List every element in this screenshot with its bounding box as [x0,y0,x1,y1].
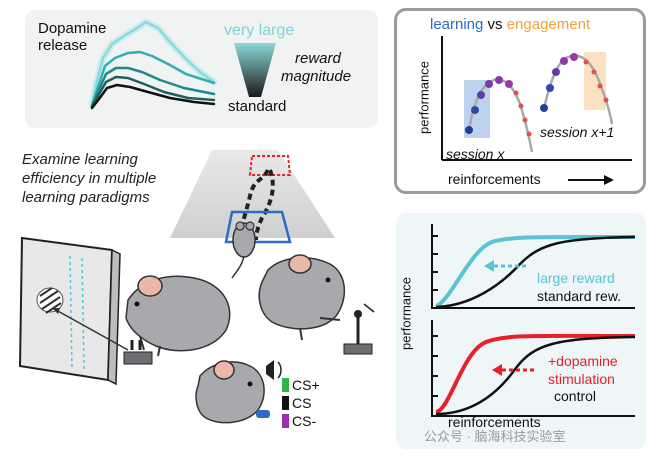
speaker-icon [266,360,282,380]
learning-word: learning [430,16,484,33]
session-x1-label: session x+1 [540,124,615,140]
dopamine-stimulation-label: +dopamine stimulation [548,353,618,387]
arena-floor [170,150,335,238]
mouse-joystick [258,254,346,341]
cs-plus-swatch [282,378,289,392]
visual-screen [18,236,114,382]
control-curve [435,335,636,416]
cs-swatch [282,396,289,410]
session-x1-points [540,53,609,112]
session-x-points [465,76,532,137]
control-label: control [554,388,597,404]
cs-label: CS [292,395,312,411]
vs-word: vs [483,16,507,33]
lick-spout-visual [123,351,153,365]
engagement-word: engagement [506,16,591,33]
curves-ylabel: performance [398,277,414,350]
engagement-highlight [584,52,606,110]
learning-ylabel: performance [416,61,432,134]
standard-label: standard [228,98,287,115]
mouse-visual [125,275,231,357]
target-zone [248,155,292,176]
curves-xlabel: reinforcements [448,414,541,430]
start-zone [224,210,292,244]
trace-large [90,50,216,108]
trace-medium [90,66,216,108]
cs-minus-label: CS- [292,413,317,429]
mouse-auditory [195,360,265,424]
session-x-label: session x [446,146,505,162]
dopamine-traces [88,18,218,110]
reward-magnitude-label: reward magnitude [281,50,352,85]
trace-small [90,75,216,109]
watermark: 公众号 · 脑海科技实验室 [424,429,566,444]
curves-ticks [432,235,438,397]
very-large-label: very large [224,22,295,39]
grating-stimulus [36,287,64,314]
trace-very-large [90,20,216,107]
arena-mouse [231,221,256,279]
cs-legend: CS+ CS CS- [292,376,320,430]
standard-reward-label: standard rew. [537,288,622,304]
lick-spout-auditory [256,410,270,418]
reward-magnitude-wedge [234,43,276,97]
paradigm-description: Examine learning efficiency in multiple … [22,151,157,206]
large-reward-label: large reward [537,270,615,286]
trace-standard [90,83,216,110]
learning-title: learning vs engagement [430,16,590,33]
cs-plus-label: CS+ [292,377,320,393]
standard-reward-curve [435,235,636,309]
joystick [343,303,375,355]
large-reward-curve [435,234,636,308]
dopamine-title: Dopamine release [38,20,107,54]
learning-xlabel: reinforcements [448,171,541,187]
learning-axes [441,36,632,161]
curves-axes [431,224,635,417]
cs-minus-swatch [282,414,289,428]
dopamine-curve [435,333,636,414]
